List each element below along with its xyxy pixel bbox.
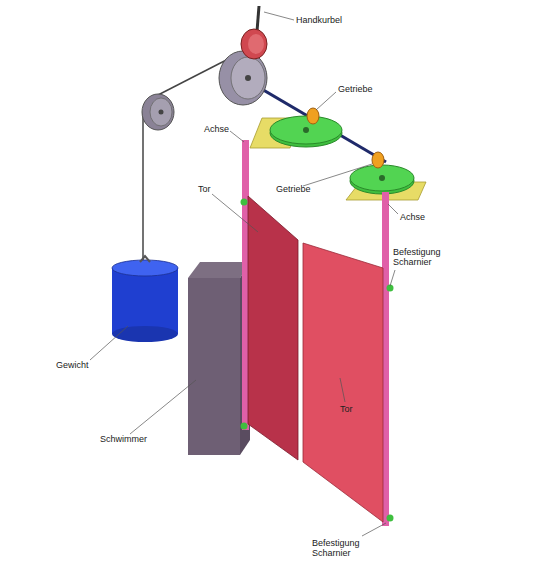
- part-label: Getriebe: [276, 184, 311, 194]
- part-label: Befestigung Scharnier: [393, 247, 455, 267]
- part-label: Achse: [204, 124, 229, 134]
- part-label: Tor: [198, 184, 211, 194]
- part-label: Getriebe: [338, 84, 373, 94]
- part-label: Achse: [400, 212, 425, 222]
- part-label: Handkurbel: [296, 15, 342, 25]
- part-label: Schwimmer: [100, 434, 147, 444]
- part-label: Befestigung Scharnier: [312, 538, 374, 558]
- part-label: Gewicht: [56, 360, 89, 370]
- part-label: Tor: [340, 404, 353, 414]
